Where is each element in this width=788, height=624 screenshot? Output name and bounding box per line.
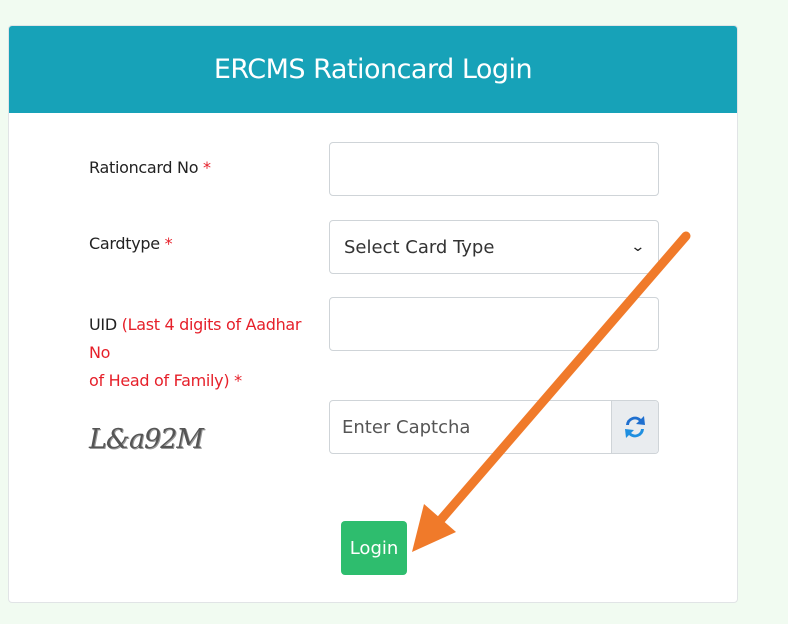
required-mark: * [164, 234, 173, 253]
rationcard-input[interactable] [329, 142, 659, 196]
captcha-image: L&a92M [89, 424, 204, 455]
uid-label: UID (Last 4 digits of Aadhar No of Head … [89, 311, 309, 395]
cardtype-label-text: Cardtype [89, 234, 160, 253]
login-button-label: Login [349, 537, 399, 559]
rationcard-label-text: Rationcard No [89, 158, 199, 177]
cardtype-selected-value: Select Card Type [344, 236, 495, 258]
cardtype-select[interactable]: Select Card Type ⌄ [329, 220, 659, 274]
page-title: ERCMS Rationcard Login [213, 54, 533, 85]
captcha-placeholder: Enter Captcha [342, 416, 471, 438]
refresh-icon [625, 416, 645, 438]
required-mark: * [234, 371, 242, 390]
login-button[interactable]: Login [341, 521, 407, 575]
uid-label-text: UID [89, 315, 117, 334]
required-mark: * [203, 158, 211, 177]
chevron-down-icon: ⌄ [630, 239, 646, 255]
refresh-captcha-button[interactable] [611, 401, 658, 453]
captcha-input[interactable]: Enter Captcha [330, 401, 611, 453]
card-header: ERCMS Rationcard Login [9, 26, 737, 113]
uid-hint-line1: (Last 4 digits of Aadhar No [89, 315, 302, 362]
cardtype-label: Cardtype * [89, 230, 173, 258]
captcha-group: Enter Captcha [329, 400, 659, 454]
rationcard-label: Rationcard No * [89, 154, 211, 182]
uid-hint-line2: of Head of Family) [89, 371, 230, 390]
uid-input[interactable] [329, 297, 659, 351]
login-card: ERCMS Rationcard Login Rationcard No * C… [8, 25, 738, 603]
